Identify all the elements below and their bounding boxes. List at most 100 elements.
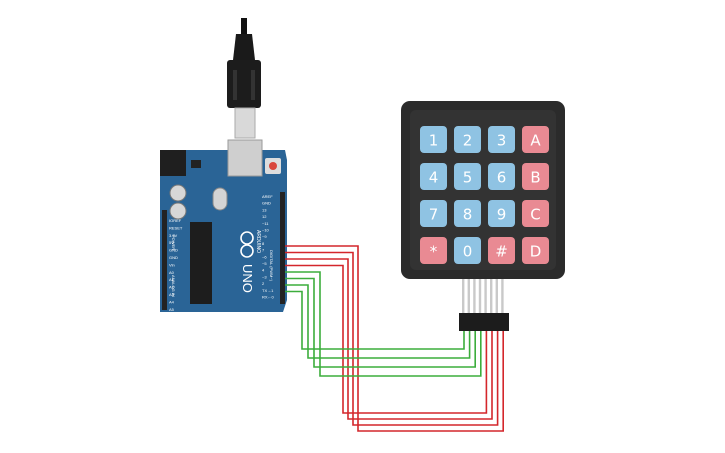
pin-label: ~3: [262, 274, 267, 279]
pin-label: A5: [169, 307, 175, 312]
usb-cable: [227, 18, 261, 139]
key-2[interactable]: 2: [454, 126, 481, 153]
key-9[interactable]: 9: [488, 200, 515, 227]
key-cap: [488, 237, 515, 264]
key-b[interactable]: B: [522, 163, 549, 190]
key-0[interactable]: 0: [454, 237, 481, 264]
key-label: 4: [429, 169, 439, 187]
key-hash[interactable]: #: [488, 237, 515, 264]
key-label: 6: [497, 169, 507, 187]
key-label: 9: [497, 206, 507, 224]
digital-header: [280, 192, 285, 304]
cable-wire: [241, 18, 247, 34]
cable-strain-relief: [233, 34, 255, 60]
key-c[interactable]: C: [522, 200, 549, 227]
key-label: D: [530, 243, 542, 261]
usb-plug-body: [227, 60, 261, 108]
ribbon-strand: [490, 279, 493, 313]
key-cap: [522, 237, 549, 264]
regulator: [191, 160, 201, 168]
key-3[interactable]: 3: [488, 126, 515, 153]
ribbon-strand: [462, 279, 465, 313]
usb-plug-metal: [234, 107, 256, 139]
power-analog-header: [162, 210, 167, 310]
key-4[interactable]: 4: [420, 163, 447, 190]
arduino-uno-board[interactable]: ARDUINO UNO DIGITAL (PWM~) ANALOG IN POW…: [160, 139, 287, 312]
ribbon-strand: [495, 279, 498, 313]
ribbon-strand: [478, 279, 482, 313]
wire-green: [285, 284, 471, 359]
key-7[interactable]: 7: [420, 200, 447, 227]
usb-jack: [227, 139, 263, 177]
pin-label: GND: [169, 255, 178, 260]
key-cap: [454, 237, 481, 264]
pin-label: 8: [262, 241, 265, 246]
wire-red: [285, 245, 504, 432]
pin-label: A0: [169, 270, 175, 275]
pin-label: A1: [169, 277, 175, 282]
key-label: 1: [429, 132, 439, 150]
digital-label: DIGITAL (PWM~): [269, 250, 274, 282]
power-jack: [160, 150, 186, 176]
key-a[interactable]: A: [522, 126, 549, 153]
wire-green: [285, 271, 482, 377]
wire-red: [285, 264, 488, 414]
key-label: 3: [497, 132, 507, 150]
pin-label: 7: [262, 248, 265, 253]
pin-label: GND: [169, 248, 178, 253]
wire-green: [285, 277, 476, 368]
key-cap: [488, 163, 515, 190]
pin-label: 2: [262, 281, 265, 286]
key-label: *: [430, 243, 438, 261]
pin-label: ~10: [262, 228, 270, 233]
key-6[interactable]: 6: [488, 163, 515, 190]
wire-green: [285, 290, 465, 350]
pin-label: IOREF: [169, 218, 182, 223]
crystal: [212, 187, 228, 211]
key-label: 5: [463, 169, 473, 187]
model-text: UNO: [240, 264, 255, 293]
key-label: A: [530, 132, 541, 150]
pin-label: A3: [169, 292, 175, 297]
key-d[interactable]: D: [522, 237, 549, 264]
keypad-ribbon: [462, 279, 504, 313]
pin-label: A4: [169, 299, 175, 304]
key-cap: [522, 163, 549, 190]
wire-red: [285, 258, 493, 420]
key-8[interactable]: 8: [454, 200, 481, 227]
key-cap: [488, 200, 515, 227]
key-5[interactable]: 5: [454, 163, 481, 190]
key-cap: [488, 126, 515, 153]
capacitor: [169, 184, 187, 202]
logo-text: ARDUINO: [255, 230, 261, 253]
pin-label: AREF: [262, 194, 273, 199]
wire-red: [285, 251, 499, 426]
key-label: C: [530, 206, 540, 224]
analog-label: ANALOG IN: [171, 275, 176, 297]
capacitor: [169, 202, 187, 220]
key-cap: [454, 200, 481, 227]
key-cap: [420, 126, 447, 153]
pin-label: ~11: [262, 221, 269, 226]
ribbon-strand: [467, 279, 470, 313]
ribbon-strand: [473, 279, 476, 313]
key-label: 0: [463, 243, 473, 261]
key-cap: [420, 200, 447, 227]
keypad-connector: [459, 313, 509, 331]
pin-label: 13: [262, 207, 267, 212]
key-label: #: [495, 243, 508, 261]
pin-label: ~5: [262, 261, 267, 266]
pin-label: 4: [262, 268, 265, 273]
key-label: 7: [429, 206, 439, 224]
key-label: 2: [463, 132, 473, 150]
key-cap: [522, 126, 549, 153]
key-1[interactable]: 1: [420, 126, 447, 153]
ribbon-strand: [484, 279, 487, 313]
key-star[interactable]: *: [420, 237, 447, 264]
pin-label: RESET: [169, 225, 183, 230]
